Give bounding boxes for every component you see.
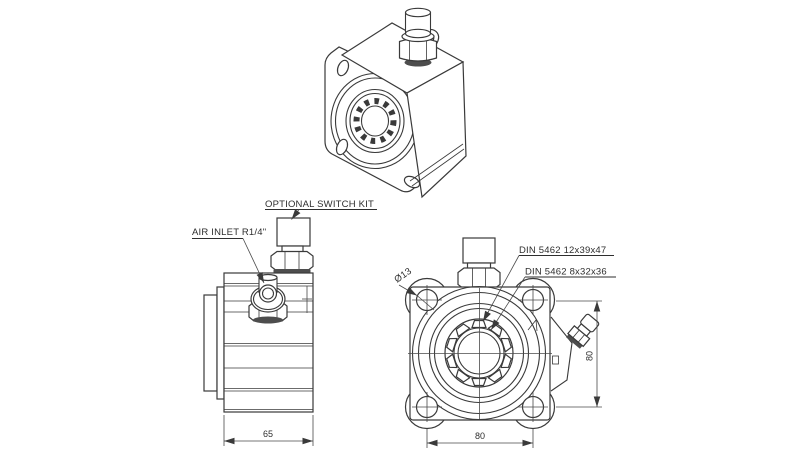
front-section-mark (527, 318, 538, 332)
dia13-text: Ø13 (392, 266, 414, 286)
front-bolt-holes (412, 285, 548, 422)
label-optional-switch-kit: OPTIONAL SWITCH KIT (265, 199, 377, 220)
dimension-80-vertical: 80 (556, 300, 602, 408)
dim-80h-text: 80 (475, 431, 485, 441)
front-grease-fitting (566, 313, 600, 349)
iso-ear-holes (335, 59, 421, 189)
side-view: 65 AIR INLET R1/4" OPTIONAL SWITCH KIT (192, 199, 377, 446)
side-switch-kit (270, 217, 314, 275)
dimension-65: 65 (223, 415, 314, 446)
front-view: DIN 5462 12x39x47 DIN 5462 8x32x36 Ø13 8… (392, 237, 616, 448)
dimension-80-horizontal: 80 (426, 429, 534, 448)
front-spline-hub (444, 318, 514, 388)
dim-80v-text: 80 (585, 351, 595, 361)
din-inner-text: DIN 5462 8x32x36 (525, 267, 607, 278)
iso-fitting (398, 7, 438, 67)
front-switch-kit (457, 237, 501, 293)
switch-kit-text: OPTIONAL SWITCH KIT (265, 199, 374, 210)
side-air-inlet-fitting (248, 273, 288, 324)
side-rear-flange (216, 286, 225, 400)
isometric-view (324, 7, 467, 199)
dim-65-text: 65 (263, 429, 273, 439)
side-body-lines (224, 283, 313, 410)
din-outer-text: DIN 5462 12x39x47 (519, 245, 606, 256)
label-din-inner: DIN 5462 8x32x36 (490, 267, 616, 331)
iso-right-face (406, 60, 467, 199)
air-inlet-text: AIR INLET R1/4" (192, 227, 266, 238)
label-air-inlet: AIR INLET R1/4" (192, 227, 266, 284)
label-din-outer: DIN 5462 12x39x47 (482, 245, 614, 322)
side-center-mark (302, 286, 312, 313)
front-rings (411, 285, 547, 421)
front-centerlines (408, 288, 552, 419)
iso-spline-teeth (353, 98, 397, 144)
iso-bearing-rings (330, 72, 420, 170)
side-rear-cover (203, 294, 218, 392)
front-side-boss (550, 316, 573, 392)
iso-groove-lines (409, 143, 465, 187)
